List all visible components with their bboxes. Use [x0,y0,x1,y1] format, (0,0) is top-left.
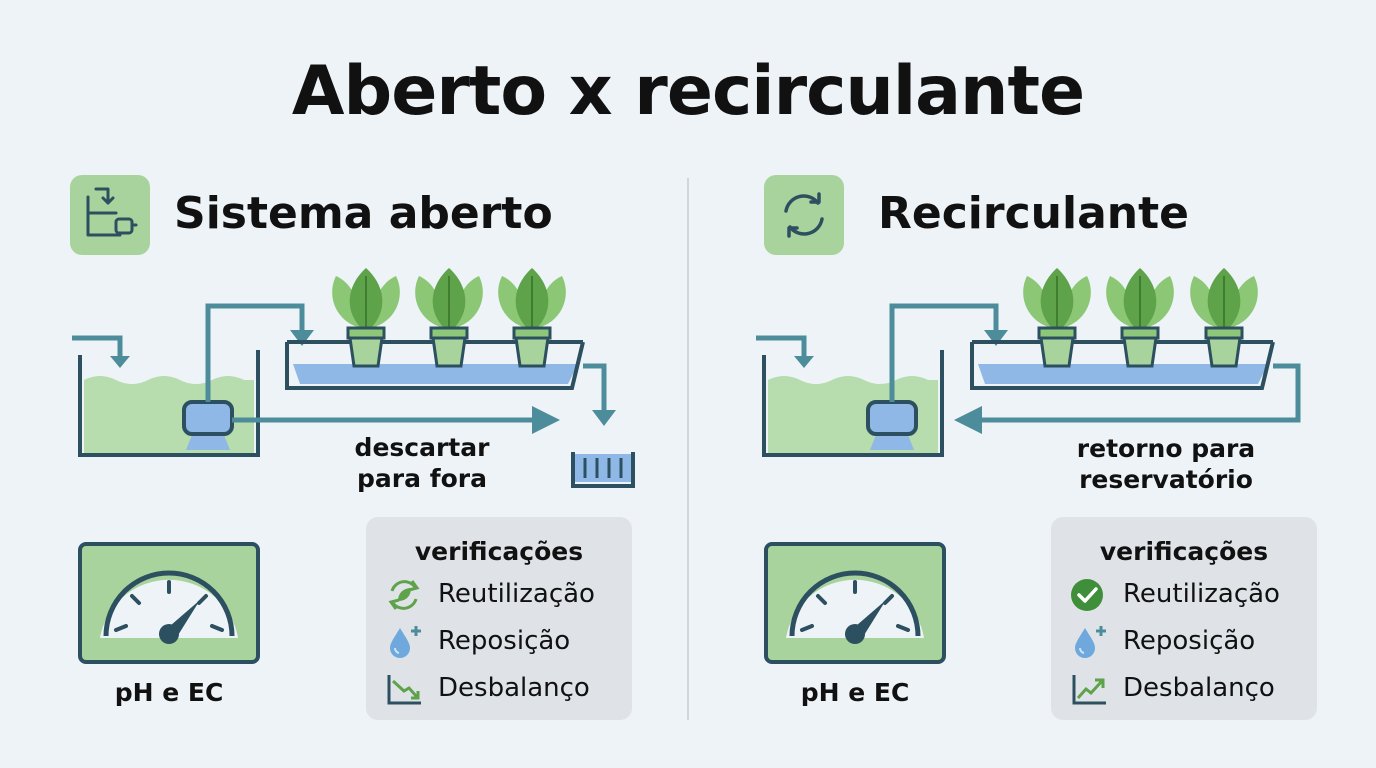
flow-label-open: descartar para fora [354,433,490,493]
page-title: Aberto x recirculante [291,52,1085,131]
recycle-arrows-icon [764,175,844,255]
trend-down-icon [387,675,421,705]
panel-title-open: Sistema aberto [174,188,553,239]
ph-ec-gauge-recirculating [764,542,946,664]
meter-label-open: pH e EC [114,678,224,707]
open-system-schematic [72,266,635,488]
ph-ec-gauge [78,542,260,664]
recycle-leaf-icon [388,580,420,610]
check-item-replenish: Reposição [384,622,632,662]
recirculating-panel: Recirculante [688,0,1376,768]
checks-box-recirculating: verificações Reutilização Reposição Desb… [1051,517,1317,720]
check-item-reuse: Reutilização [384,575,632,615]
check-item-replenish-rc: Reposição [1069,622,1317,662]
center-divider [687,178,689,720]
water-drop-plus-icon [390,626,421,658]
check-item-imbalance-rc: Desbalanço [1069,669,1317,709]
check-item-reuse-rc: Reutilização [1069,575,1317,615]
checks-box-open: verificações Reutilização Reposição [366,517,632,720]
trend-up-icon [1072,675,1106,705]
flow-label-recirculating: retorno para reservatório [1076,434,1256,494]
meter-label-recirculating: pH e EC [800,678,910,707]
check-circle-icon [1071,579,1103,611]
checks-title-recirculating: verificações [1099,537,1269,566]
check-item-imbalance: Desbalanço [384,669,632,709]
water-drop-plus-icon [1075,626,1106,658]
open-system-panel: Sistema aberto [70,175,635,720]
panel-title-recirculating: Recirculante [878,188,1189,239]
checks-title-open: verificações [414,537,584,566]
recirculating-schematic [756,266,1301,457]
tank-drain-icon [70,175,150,255]
